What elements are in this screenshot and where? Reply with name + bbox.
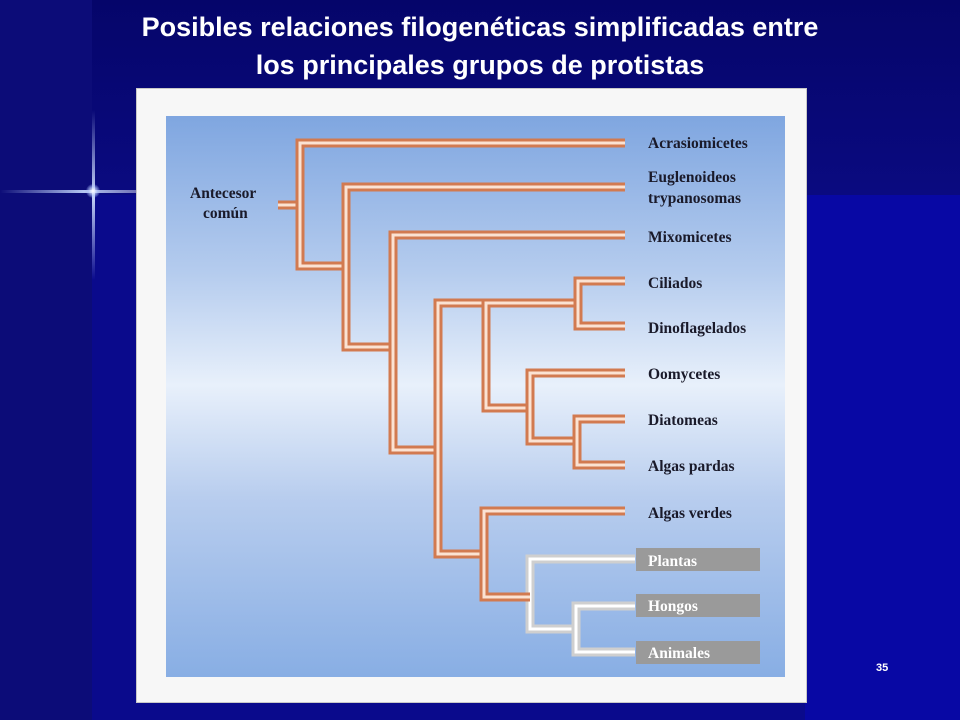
taxon-labels: Antecesor común Acrasiomicetes Euglenoid… <box>190 135 748 662</box>
branch-node-k-grey <box>571 601 635 657</box>
taxon-label-algas-verdes: Algas verdes <box>648 505 732 522</box>
taxon-boxes <box>636 548 760 664</box>
taxon-label-hongos: Hongos <box>648 598 698 615</box>
branch-node-i-highlight <box>482 509 625 599</box>
branch-node-b-highlight <box>344 185 625 349</box>
slide-title-line1: Posibles relaciones filogenéticas simpli… <box>141 12 819 42</box>
taxon-label-ciliados: Ciliados <box>648 275 702 292</box>
taxon-box-animales <box>636 641 760 664</box>
branch-node-j-grey <box>525 554 635 634</box>
taxon-label-algas-pardas: Algas pardas <box>648 458 735 475</box>
taxon-label-trypanosomas: trypanosomas <box>648 190 741 207</box>
branch-node-a-highlight <box>298 141 625 268</box>
taxon-label-oomycetes: Oomycetes <box>648 366 720 383</box>
branch-node-d <box>433 298 486 559</box>
branch-node-c-highlight <box>391 233 625 452</box>
page-number: 35 <box>876 662 889 674</box>
sparkle-horizontal <box>0 190 140 193</box>
branch-node-f <box>573 276 625 331</box>
branch-node-h-highlight <box>575 417 625 467</box>
taxon-label-animales: Animales <box>648 645 710 662</box>
branch-node-h <box>572 414 625 470</box>
branch-node-j-grey-highlight <box>528 557 635 631</box>
taxon-label-euglenoideos: Euglenoideos <box>648 169 736 186</box>
taxon-label-dinoflagelados: Dinoflagelados <box>648 320 746 337</box>
background-left-band <box>0 0 92 720</box>
slide-title: Posibles relaciones filogenéticas simpli… <box>40 8 920 84</box>
tree-branches-grey <box>525 554 635 657</box>
root-label-line2: común <box>203 205 248 222</box>
branch-node-f-highlight <box>576 279 625 328</box>
taxon-label-acrasiomicetes: Acrasiomicetes <box>648 135 748 152</box>
taxon-label-plantas: Plantas <box>648 553 697 570</box>
branch-node-i <box>479 506 625 602</box>
taxon-box-hongos <box>636 594 760 617</box>
branch-node-e-highlight <box>484 301 578 410</box>
slide-title-line2: los principales grupos de protistas <box>255 50 705 80</box>
sparkle-core <box>86 184 100 198</box>
background-right-band <box>805 195 960 720</box>
branch-node-d-highlight <box>436 301 486 556</box>
branch-node-g-highlight <box>528 371 625 443</box>
root-label-line1: Antecesor <box>190 185 256 202</box>
taxon-box-plantas <box>636 548 760 571</box>
diagram-panel <box>166 116 785 677</box>
branch-node-k-grey-highlight <box>574 604 635 654</box>
taxon-label-mixomicetes: Mixomicetes <box>648 229 732 246</box>
tree-branches <box>278 138 625 602</box>
taxon-label-diatomeas: Diatomeas <box>648 412 718 429</box>
